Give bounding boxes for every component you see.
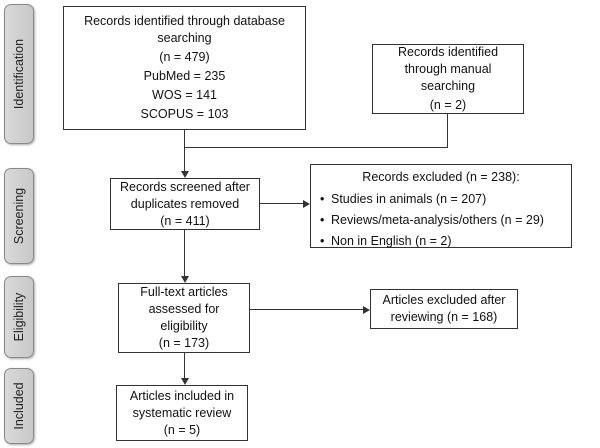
arrow-into-excluded <box>303 199 310 208</box>
phase-identification: Identification <box>4 4 34 144</box>
database-line-2: searching <box>157 31 212 45</box>
connector-screened-to-excluded <box>260 203 303 205</box>
fulltext-line-2: assessed for <box>148 302 220 316</box>
manual-line-2: through manual <box>404 62 492 76</box>
phase-screening: Screening <box>4 168 34 264</box>
connector-manual-down <box>447 114 449 148</box>
exclusion-reason-reviews: Reviews/meta-analysis/others (n = 29) <box>317 212 565 229</box>
arrow-into-screened <box>180 171 189 178</box>
records-excluded-title: Records excluded (n = 238): <box>362 170 520 184</box>
exclusion-reasons-list: Studies in animals (n = 207) Reviews/met… <box>317 191 565 250</box>
included-count: (n = 5) <box>163 422 201 437</box>
connector-fulltext-to-articles-excluded <box>250 309 363 311</box>
screened-line-2: duplicates removed <box>130 196 240 211</box>
articles-excluded-line-2: reviewing (n = 168) <box>390 310 498 324</box>
exclusion-reason-language: Non in English (n = 2) <box>317 233 565 250</box>
included-line-2: systematic review <box>132 405 232 420</box>
database-wos: WOS = 141 <box>152 88 217 102</box>
screened-line-1: Records screened after <box>120 179 250 194</box>
phase-included: Included <box>4 368 34 444</box>
articles-excluded-line-1: Articles excluded after <box>382 293 506 307</box>
database-search-box: Records identified through database sear… <box>63 6 306 130</box>
exclusion-reason-animals: Studies in animals (n = 207) <box>317 191 565 208</box>
phase-eligibility-label: Eligibility <box>12 292 26 342</box>
database-count: (n = 479) <box>159 50 210 64</box>
manual-line-1: Records identified <box>397 45 499 59</box>
database-scopus: SCOPUS = 103 <box>140 107 229 121</box>
fulltext-line-3: eligibility <box>160 319 208 333</box>
arrow-into-articles-excluded <box>363 305 370 314</box>
database-pubmed: PubMed = 235 <box>143 69 226 83</box>
fulltext-line-1: Full-text articles <box>140 285 228 299</box>
included-line-1: Articles included in <box>129 388 235 403</box>
phase-eligibility: Eligibility <box>4 276 34 358</box>
manual-count: (n = 2) <box>429 98 467 112</box>
connector-fulltext-to-included <box>184 353 186 378</box>
fulltext-count: (n = 173) <box>158 336 210 350</box>
connector-manual-merge <box>184 147 448 149</box>
phase-identification-label: Identification <box>12 38 26 110</box>
included-box: Articles included in systematic review (… <box>116 385 248 441</box>
phase-included-label: Included <box>12 382 26 430</box>
connector-database-to-screened <box>184 130 186 171</box>
full-text-box: Full-text articles assessed for eligibil… <box>118 283 250 353</box>
records-excluded-box: Records excluded (n = 238): Studies in a… <box>310 164 572 250</box>
arrow-into-included <box>180 378 189 385</box>
connector-screened-to-fulltext <box>184 230 186 276</box>
manual-search-box: Records identified through manual search… <box>372 44 524 114</box>
database-line-1: Records identified through database <box>84 14 285 28</box>
articles-excluded-box: Articles excluded after reviewing (n = 1… <box>370 289 518 329</box>
screened-count: (n = 411) <box>160 213 210 228</box>
manual-line-3: searching <box>420 79 476 93</box>
screened-box: Records screened after duplicates remove… <box>110 178 260 230</box>
phase-screening-label: Screening <box>12 187 26 245</box>
arrow-into-fulltext <box>180 276 189 283</box>
